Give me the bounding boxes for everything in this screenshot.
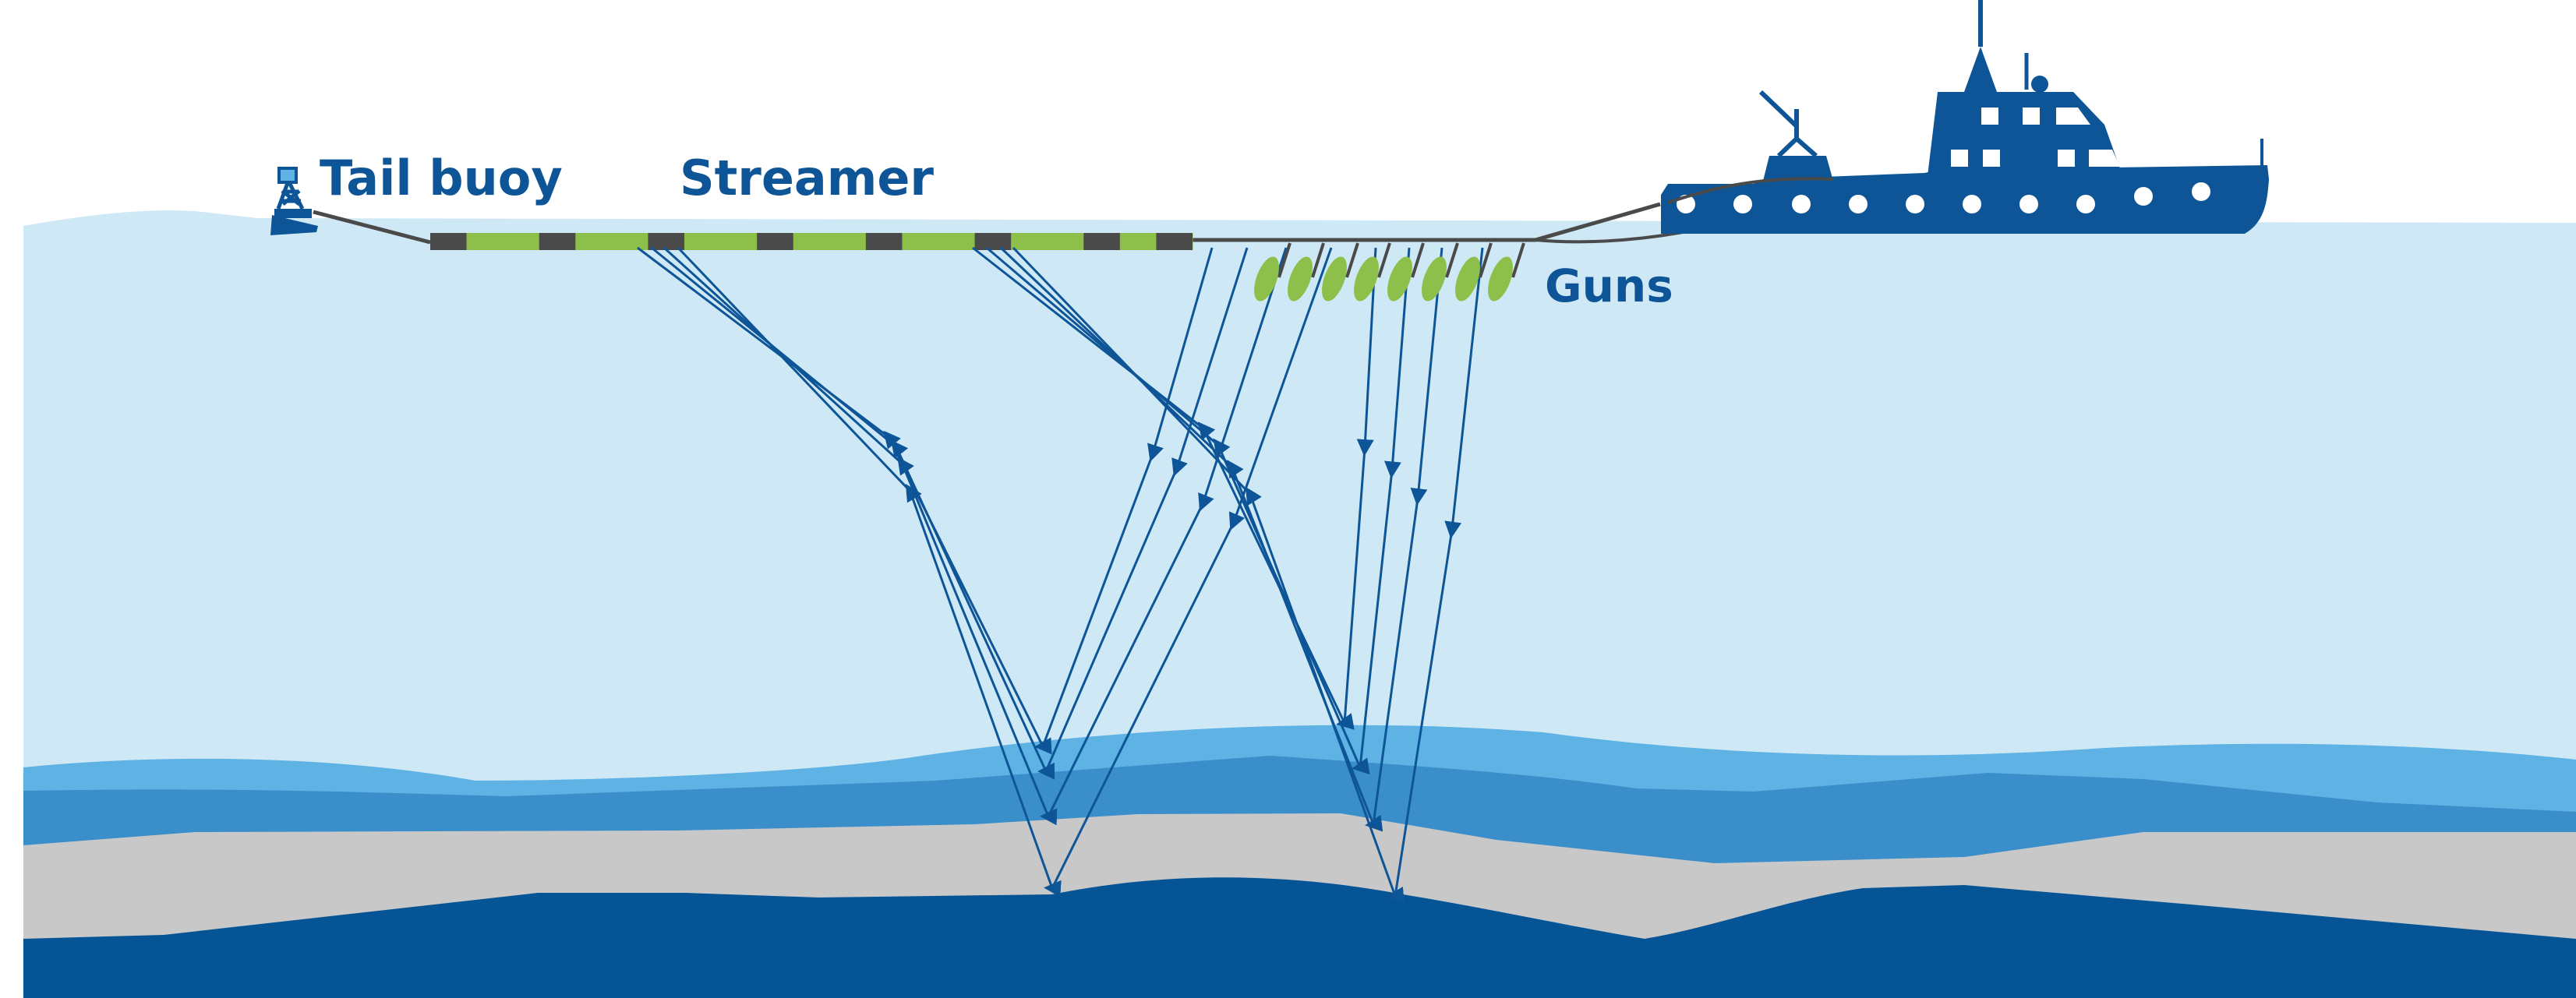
streamer-connector [865,233,903,250]
gun-icon [1354,256,1379,302]
streamer-connector [1083,233,1121,250]
buoy-tow-line [313,210,431,245]
tail-buoy-label: Tail buoy [320,150,563,206]
gun-icon [1387,256,1412,302]
streamer-section [684,233,758,250]
guns-label: Guns [1545,259,1673,312]
seismic-rays [637,246,1484,904]
gun-icon [1322,256,1347,302]
tail-buoy-icon [270,167,318,235]
streamer-connector [430,233,468,250]
gun-icon [1488,256,1513,302]
streamer-cable [430,233,1193,250]
air-gun-array [1254,242,1525,302]
streamer-connector [974,233,1012,250]
ray-path [1012,246,1484,904]
streamer-label: Streamer [680,150,934,206]
streamer-section [1011,233,1084,250]
gun-icon [1254,256,1279,302]
gun-cable [1277,242,1292,278]
streamer-connector [757,233,794,250]
gun-cable [1479,242,1493,278]
streamer-connector [539,233,576,250]
streamer-section [793,233,867,250]
streamer-connector [648,233,685,250]
streamer-section [466,233,540,250]
gun-icon [1455,256,1480,302]
gun-cable [1511,242,1525,278]
streamer-connector [1156,233,1193,250]
seabed-bottom-strip [23,975,2576,998]
gun-cable [1377,242,1391,278]
ship-icon [1661,0,2269,234]
streamer-section [902,233,976,250]
gun-cable [1411,242,1425,278]
gun-icon [1422,256,1447,302]
streamer-section [575,233,648,250]
gun-icon [1288,256,1313,302]
gun-cable [1445,242,1459,278]
gun-cable [1311,242,1325,278]
gun-cable [1345,242,1359,278]
seabed-layer-dark [23,877,2576,998]
